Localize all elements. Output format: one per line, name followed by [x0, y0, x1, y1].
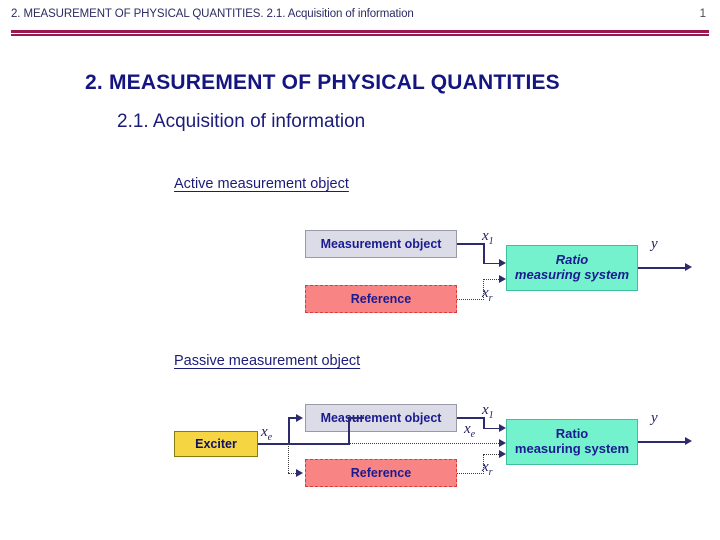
- arrowhead-xr-active: [499, 275, 506, 283]
- label-xe-passive: xe: [464, 421, 475, 440]
- label-xe-base: x: [464, 421, 471, 437]
- wire-x1-vertical-passive: [483, 417, 485, 429]
- wire-x1-horizontal-a: [457, 243, 485, 245]
- arrowhead-into-reference: [296, 469, 303, 477]
- wire-x1-horizontal-b: [483, 262, 504, 265]
- wire-xe-branch-up-vertical: [348, 417, 350, 444]
- ratio-system-line-1: Ratio: [555, 252, 589, 268]
- ratio-system-line-1: Ratio: [555, 426, 589, 442]
- label-xr-active: xr: [482, 285, 493, 304]
- page-number: 1: [699, 8, 706, 20]
- section-heading-passive: Passive measurement object: [174, 353, 361, 369]
- label-x1-active: x1: [482, 228, 494, 247]
- node-ratio-measuring-system-passive: Ratio measuring system: [506, 419, 641, 468]
- node-reference-active: Reference: [305, 285, 460, 316]
- arrowhead-xr-passive: [499, 450, 506, 458]
- wire-xr-horizontal-b-passive: [483, 454, 504, 455]
- wire-x1-horizontal-b-passive: [483, 427, 504, 430]
- node-exciter: Exciter: [174, 431, 261, 460]
- label-xe-exciter: xe: [261, 424, 272, 443]
- wire-y-output-passive: [638, 441, 688, 443]
- label-x1-base-passive: x: [482, 402, 489, 418]
- wire-xe-up-vertical: [288, 417, 290, 444]
- label-xr-base: x: [482, 285, 489, 301]
- node-measurement-object-active: Measurement object: [305, 230, 460, 261]
- node-ratio-measuring-system-active: Ratio measuring system: [506, 245, 641, 294]
- wire-xe-up-horizontal: [288, 417, 299, 419]
- header-divider: [11, 30, 709, 36]
- arrowhead-into-measurement-object: [296, 413, 303, 422]
- wire-xr-vertical: [483, 279, 485, 300]
- wire-xr-horizontal-a-passive: [457, 473, 484, 474]
- label-x1-passive: x1: [482, 402, 494, 421]
- slide-header: 2. MEASUREMENT OF PHYSICAL QUANTITIES. 2…: [0, 0, 720, 30]
- label-xe-left-base: x: [261, 424, 268, 440]
- header-title: 2. MEASUREMENT OF PHYSICAL QUANTITIES. 2…: [11, 8, 414, 20]
- wire-xe-down-vertical: [288, 443, 290, 473]
- arrowhead-x1-active: [499, 258, 506, 267]
- wire-x1-horizontal-a-passive: [457, 417, 485, 419]
- arrowhead-xe-passive: [499, 439, 506, 447]
- wire-x1-vertical: [483, 243, 485, 264]
- wire-xr-horizontal-b: [483, 279, 504, 280]
- divider-thick-line: [11, 30, 709, 33]
- label-x1-subscript: 1: [488, 236, 494, 247]
- label-xe-left-subscript: e: [267, 432, 273, 443]
- node-reference-passive: Reference: [305, 459, 460, 490]
- arrowhead-y-active: [685, 263, 692, 271]
- label-xe-subscript: e: [470, 429, 476, 440]
- label-xr-subscript-passive: r: [488, 467, 493, 478]
- ratio-system-line-2: measuring system: [514, 267, 630, 282]
- label-xr-base-passive: x: [482, 459, 489, 475]
- divider-thin-line: [11, 34, 709, 36]
- wire-xe-down-horizontal: [288, 473, 299, 474]
- page-title: 2. MEASUREMENT OF PHYSICAL QUANTITIES: [85, 71, 560, 94]
- node-measurement-object-passive: Measurement object: [305, 404, 460, 435]
- arrowhead-x1-passive: [499, 423, 506, 432]
- wire-xe-branch-up-horizontal: [348, 417, 365, 419]
- label-x1-base: x: [482, 228, 489, 244]
- label-x1-subscript-passive: 1: [488, 410, 494, 421]
- wire-y-output-active: [638, 267, 688, 269]
- ratio-system-line-2: measuring system: [514, 441, 630, 456]
- label-xr-subscript: r: [488, 293, 493, 304]
- page-subtitle: 2.1. Acquisition of information: [117, 111, 366, 132]
- label-xr-passive: xr: [482, 459, 493, 478]
- arrowhead-y-passive: [685, 437, 692, 445]
- wire-xr-horizontal-a: [457, 299, 484, 300]
- label-y-passive: y: [651, 410, 658, 426]
- wire-xr-vertical-passive: [483, 454, 485, 474]
- section-heading-active: Active measurement object: [174, 176, 349, 192]
- label-y-active: y: [651, 236, 658, 252]
- wire-xe-direct: [288, 443, 504, 444]
